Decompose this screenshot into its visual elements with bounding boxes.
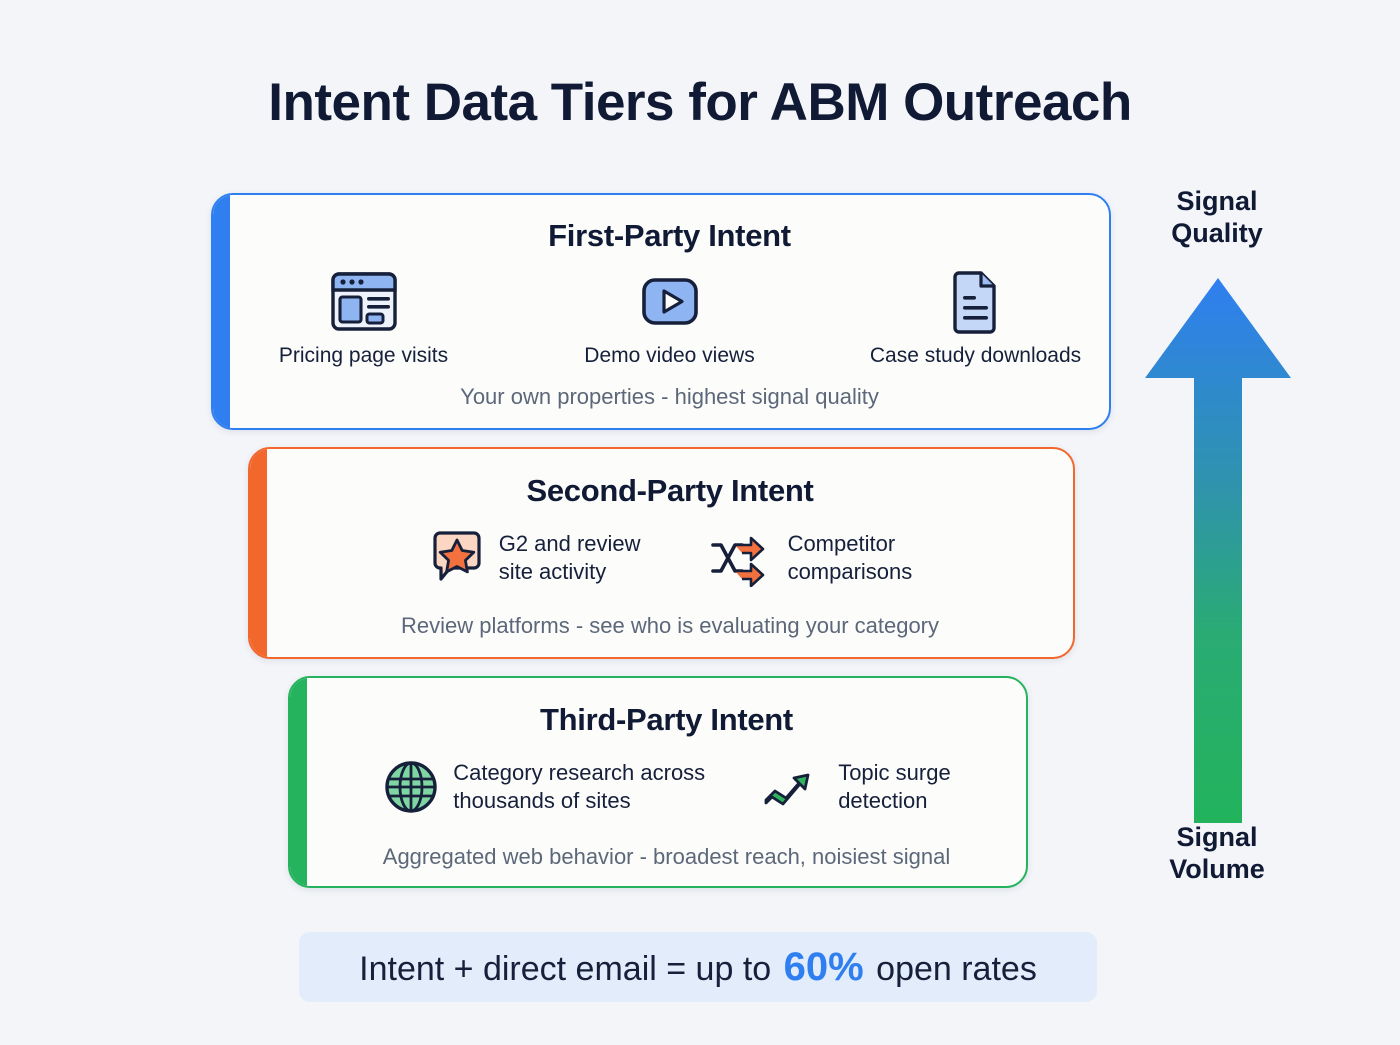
tier-accent-bar-first-party [213,195,230,428]
tier-note-third-party: Aggregated web behavior - broadest reach… [382,844,951,869]
gauge-bottom-label: Signal Volume [1124,822,1310,886]
tier-item-label: Topic surge detection [838,759,951,815]
gauge-top-label-line1: Signal [1176,186,1258,216]
browser-window-icon [328,268,400,336]
tier-items-first-party: Pricing page visits Demo video views [230,268,1109,368]
tier-item: Competitor comparisons [709,529,913,587]
tier-card-third-party: Third-Party Intent Ca [288,676,1028,888]
tier-card-first-party: First-Party Intent [211,193,1111,430]
gauge-bottom-label-line1: Signal [1176,822,1258,852]
signal-gauge: Signal Quality Signal Volume [1124,186,1310,898]
tier-item: G2 and review site activity [428,529,641,587]
up-arrow-gradient-icon [1143,278,1293,823]
tier-item: Category research across thousands of si… [382,758,705,816]
shuffle-arrows-icon [709,529,775,587]
gauge-top-label: Signal Quality [1124,186,1310,250]
tier-item-label: Case study downloads [869,344,1082,367]
footer-text-after: open rates [876,949,1037,988]
tier-item-label-line2: comparisons [787,559,913,584]
tier-title-first-party: First-Party Intent [548,218,791,253]
tier-card-second-party: Second-Party Intent G2 and review site a… [248,447,1075,659]
tier-item-label: Pricing page visits [278,344,449,367]
gauge-bottom-label-line2: Volume [1169,853,1265,884]
tier-item-label-line2: detection [838,788,928,813]
tier-accent-bar-third-party [290,678,307,886]
tier-accent-bar-second-party [250,449,267,657]
footer-text-before: Intent + direct email = up to [359,949,772,988]
footer-stat-value: 60% [783,944,864,989]
tier-item: Case study downloads [870,268,1081,368]
tier-item: Demo video views [570,268,770,368]
tier-item-label: Category research across thousands of si… [453,759,705,815]
tier-item-label-line1: G2 and review [498,531,641,557]
globe-icon [382,758,440,816]
page-title: Intent Data Tiers for ABM Outreach [268,73,1132,132]
star-review-bubble-icon [428,529,486,587]
footer-stat-text: Intent + direct email = up to 60% open r… [359,945,1037,990]
tier-item-label-line2: site activity [498,559,607,584]
gauge-top-label-line2: Quality [1171,217,1263,248]
trending-up-icon [761,759,825,815]
tier-item-label: G2 and review site activity [499,530,641,586]
tier-item-label: Demo video views [584,344,755,367]
tier-item: Pricing page visits [264,268,464,368]
tier-item: Topic surge detection [761,759,951,815]
document-icon [940,268,1012,336]
footer-stat-banner: Intent + direct email = up to 60% open r… [299,932,1097,1002]
tier-items-third-party: Category research across thousands of si… [307,758,1026,816]
tier-item-label: Competitor comparisons [788,530,913,586]
tier-title-third-party: Third-Party Intent [540,702,793,737]
tier-title-second-party: Second-Party Intent [526,473,814,508]
play-video-icon [634,268,706,336]
tier-items-second-party: G2 and review site activity [267,529,1073,587]
tier-item-label-line1: Topic surge [838,760,951,786]
tier-note-second-party: Review platforms - see who is evaluating… [400,613,940,638]
tier-note-first-party: Your own properties - highest signal qua… [460,384,879,409]
tier-item-label-line1: Category research across [453,760,706,786]
tier-item-label-line2: thousands of sites [453,788,631,813]
tier-item-label-line1: Competitor [787,531,896,557]
